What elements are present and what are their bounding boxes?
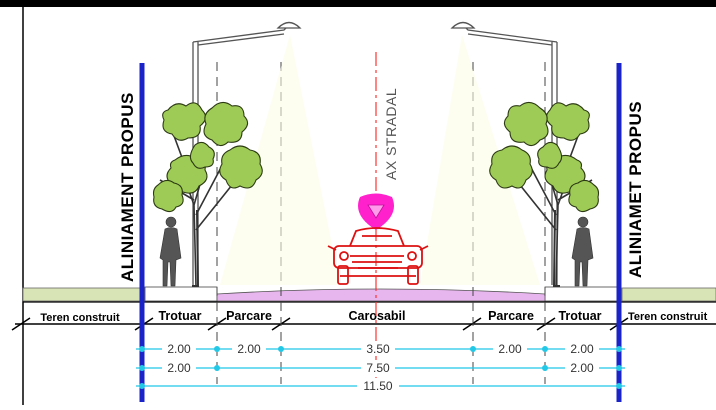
label-trotuar-left: Trotuar xyxy=(158,309,201,323)
alignment-label-left: ALINIAMENT PROPUS xyxy=(118,92,137,282)
dimension-markers xyxy=(139,346,622,389)
ground-left xyxy=(22,287,142,302)
car xyxy=(327,227,429,285)
light-cone-left xyxy=(220,35,340,285)
dim-row2-trotuar-right: 2.00 xyxy=(570,361,594,375)
dim-parcare-left: 2.00 xyxy=(237,342,261,356)
label-teren-right: Teren construit xyxy=(628,311,708,323)
label-carosabil: Carosabil xyxy=(349,309,406,323)
frame-top-bar xyxy=(0,0,716,7)
dim-row2-carriageway: 7.50 xyxy=(366,361,390,375)
dim-total: 11.50 xyxy=(363,379,392,393)
dim-trotuar-right: 2.00 xyxy=(570,342,594,356)
label-trotuar-right: Trotuar xyxy=(558,309,601,323)
ground-right xyxy=(621,287,716,302)
label-parcare-right: Parcare xyxy=(488,309,534,323)
pavement xyxy=(216,288,546,302)
pedestrian-left xyxy=(159,216,182,287)
sidewalk-left xyxy=(144,286,218,302)
label-band-tick xyxy=(536,317,556,331)
pedestrian-right xyxy=(571,216,594,287)
label-parcare-left: Parcare xyxy=(226,309,272,323)
label-teren-left: Teren construit xyxy=(40,312,120,324)
label-band-tick xyxy=(11,317,31,331)
axis-marker xyxy=(358,193,394,230)
street-axis-label: AX STRADAL xyxy=(383,88,399,180)
tree-right xyxy=(489,101,600,287)
sidewalk-right xyxy=(544,286,618,302)
alignment-label-right: ALINIAMET PROPUS xyxy=(626,101,645,278)
dim-carosabil: 3.50 xyxy=(366,342,390,356)
label-band-tick xyxy=(462,317,482,331)
dim-parcare-right: 2.00 xyxy=(498,342,522,356)
light-cone-right xyxy=(420,35,540,285)
dim-trotuar-left: 2.00 xyxy=(167,342,191,356)
tree-left xyxy=(152,101,263,287)
dim-row2-trotuar-left: 2.00 xyxy=(167,361,191,375)
